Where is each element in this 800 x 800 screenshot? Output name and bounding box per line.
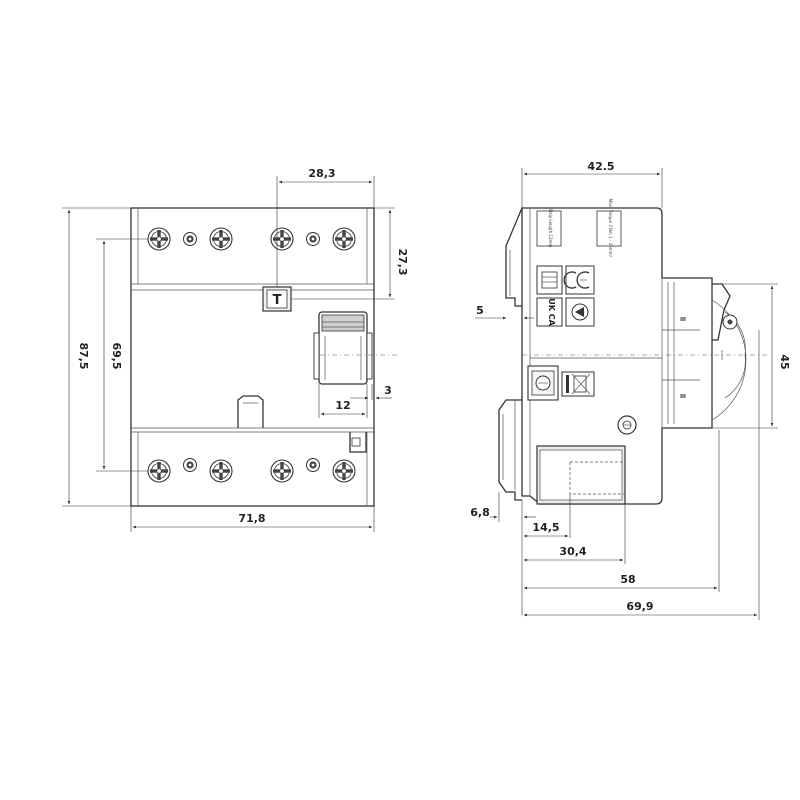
test-button-icon: T xyxy=(262,286,292,312)
side-label-1: Strip Length 12mm xyxy=(548,209,553,248)
dim-front-total-height: 87,5 xyxy=(77,342,90,369)
side-view: Strip Length 12mm Max. Torque 3 Nm 1 - 2… xyxy=(470,160,791,620)
test-button-label: T xyxy=(273,293,282,308)
terminal-row-bottom xyxy=(147,458,356,483)
dim-side-d2: 30,4 xyxy=(559,545,586,558)
symbol-grid: UK CA xyxy=(527,265,595,401)
lever-icon xyxy=(313,311,373,385)
svg-text:=: = xyxy=(679,392,687,402)
dim-side-total-depth: 69,9 xyxy=(626,600,653,613)
dim-front-width: 71,8 xyxy=(238,512,265,525)
dim-front-lever-width: 12 xyxy=(335,399,350,412)
dim-front-lever-gap: 3 xyxy=(384,384,392,397)
terminal-screw-icon xyxy=(209,227,233,251)
ukca-mark-icon: UK CA xyxy=(547,298,556,326)
terminal-screw-icon xyxy=(332,459,356,483)
front-body-outline xyxy=(130,207,375,507)
terminal-row-top xyxy=(147,227,356,251)
side-label-box-2 xyxy=(596,210,622,247)
screw-dot-icon xyxy=(306,232,320,246)
side-screw-icon xyxy=(617,415,637,435)
terminal-screw-icon xyxy=(332,227,356,251)
side-label-box-1 xyxy=(536,210,562,247)
svg-text:=: = xyxy=(679,315,687,325)
terminal-screw-icon xyxy=(270,459,294,483)
screw-dot-icon xyxy=(306,458,320,472)
dim-front-button-offset: 28,3 xyxy=(308,167,335,180)
terminal-screw-icon xyxy=(147,459,171,483)
screw-dot-icon xyxy=(183,458,197,472)
dim-front-terminal-spacing: 69,5 xyxy=(110,342,123,369)
dim-side-rail-offset: 5 xyxy=(476,304,484,317)
lever-icon xyxy=(711,283,747,421)
dim-side-d1: 14,5 xyxy=(532,521,559,534)
ce-mark-icon xyxy=(563,271,577,289)
dim-front-top-offset: 27,3 xyxy=(396,248,409,275)
front-view: T 87,5 69,5 xyxy=(62,167,409,532)
terminal-screw-icon xyxy=(209,459,233,483)
side-label-2: Max. Torque 3 Nm 1 - 25mm² xyxy=(608,199,613,258)
screw-dot-icon xyxy=(183,232,197,246)
rcd-symbol-icon xyxy=(541,271,558,289)
dim-side-height: 45 xyxy=(778,354,791,369)
din-latch xyxy=(237,395,264,428)
terminal-screw-icon xyxy=(147,227,171,251)
terminal-screw-icon xyxy=(270,227,294,251)
dim-side-d3: 58 xyxy=(620,573,635,586)
dim-side-depth-top: 42.5 xyxy=(587,160,614,173)
dim-side-clip: 6,8 xyxy=(470,506,490,519)
